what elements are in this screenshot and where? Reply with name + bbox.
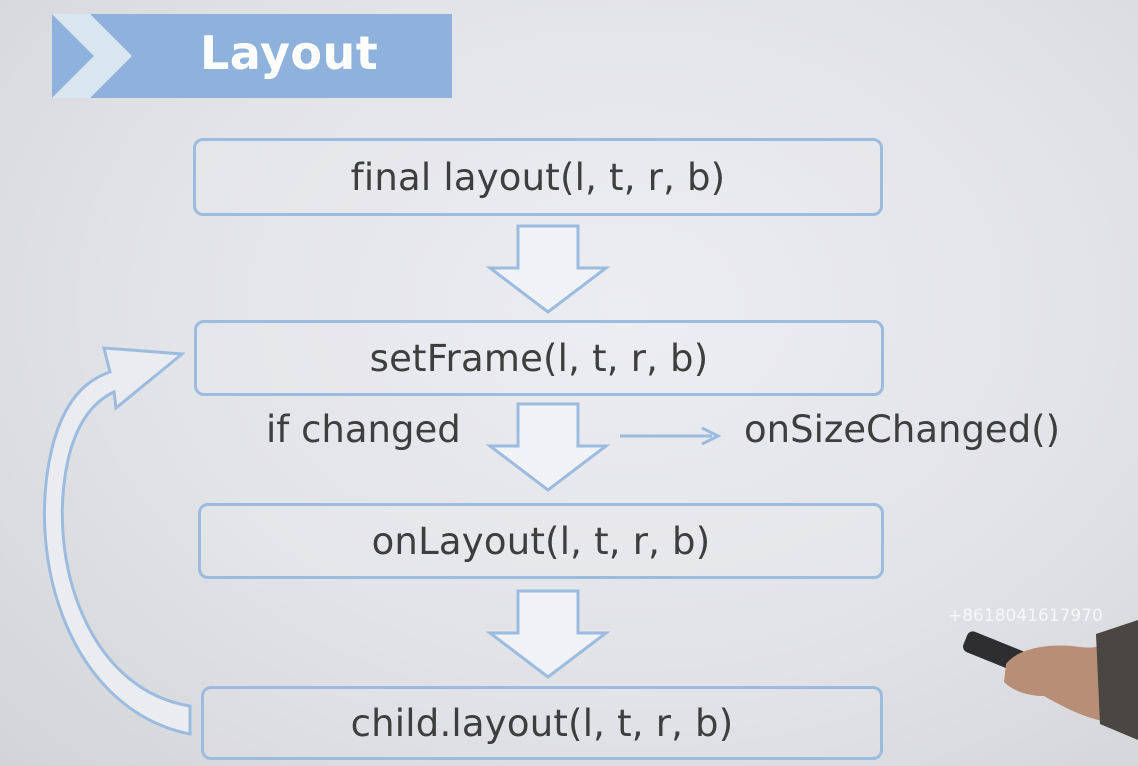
slide-title: Layout [200,26,378,80]
final-layout-label: final layout(l, t, r, b) [351,156,726,199]
title-banner: Layout [52,14,452,98]
set-frame-box: setFrame(l, t, r, b) [194,320,884,396]
on-layout-box: onLayout(l, t, r, b) [198,503,884,579]
loop-back-arrow-icon [44,348,190,734]
if-changed-label: if changed [266,408,461,451]
down-arrow-icon [490,404,606,490]
down-arrow-icon [490,226,606,312]
final-layout-box: final layout(l, t, r, b) [193,138,883,216]
child-layout-label: child.layout(l, t, r, b) [351,702,734,745]
down-arrow-icon [490,591,606,677]
on-layout-label: onLayout(l, t, r, b) [372,520,711,563]
on-size-changed-label: onSizeChanged() [744,408,1060,451]
child-layout-box: child.layout(l, t, r, b) [201,686,883,760]
watermark: +8618041617970 [948,606,1103,626]
right-arrow-icon [620,428,718,444]
set-frame-label: setFrame(l, t, r, b) [370,337,709,380]
chevron-icon [52,14,142,98]
